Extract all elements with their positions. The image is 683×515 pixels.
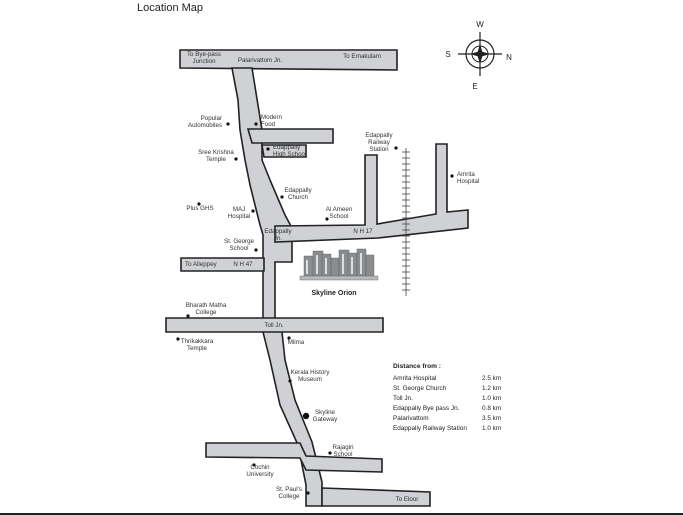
road-high-school <box>261 144 307 158</box>
distance-place: Amrita Hospital <box>393 375 436 382</box>
project-skyline-orion: Skyline Orion <box>299 248 379 297</box>
distance-heading: Distance from : <box>393 363 441 370</box>
compass: W S N E <box>445 20 512 91</box>
distance-place: Palarivattom <box>393 415 429 422</box>
compass-south: S <box>445 50 450 59</box>
distance-value: 1.0 km <box>482 425 501 432</box>
landmark-dot-church <box>280 195 284 199</box>
road-modern-food <box>246 128 334 144</box>
road-rajagiri <box>205 442 383 473</box>
road-nh17 <box>274 143 469 243</box>
landmark-label-plus: Plus GHS <box>186 205 213 212</box>
landmark-dot-amrita <box>450 174 454 178</box>
compass-west: W <box>476 20 484 29</box>
distance-value: 2.5 km <box>482 375 501 382</box>
landmark-dot-plus <box>197 202 201 206</box>
roads <box>165 49 469 507</box>
landmark-dot-sree <box>234 157 238 161</box>
distance-place: Edappally Bye pass Jn. <box>393 405 460 412</box>
road-alleppey <box>180 257 265 272</box>
road-label-nh47: N H 47 <box>233 261 253 268</box>
landmark-dot-skyline-gw <box>302 412 310 420</box>
landmark-dot-stpaul <box>306 491 310 495</box>
landmark-dot-stgeorge <box>254 248 258 252</box>
road-label-alleppey: To Alleppey <box>185 261 218 268</box>
landmark-dot-thrik <box>176 337 180 341</box>
landmark-label-milma: Milma <box>288 339 305 346</box>
landmark-dot-popular <box>226 122 230 126</box>
landmark-dot-rajagiri <box>328 451 332 455</box>
railway-ticks <box>402 151 410 291</box>
page-title: Location Map <box>137 2 204 14</box>
building-cluster-icon <box>299 248 379 281</box>
distance-place: St. George Church <box>393 385 447 392</box>
road-label-palarivattom: Palarivattom Jn. <box>238 57 283 64</box>
compass-north: N <box>506 53 512 62</box>
road-label-toll-jn: Toll Jn. <box>264 322 284 329</box>
distance-place: Edappally Railway Station <box>393 425 467 432</box>
distance-value: 1.2 km <box>482 385 501 392</box>
landmark-dot-modern <box>254 122 258 126</box>
landmark-dot-bharath <box>186 314 190 318</box>
landmark-dot-cochin <box>252 463 256 467</box>
project-label: Skyline Orion <box>311 290 356 297</box>
distance-value: 1.0 km <box>482 395 501 402</box>
landmark-dot-edhigh <box>266 147 270 151</box>
distance-table: Distance from : Amrita Hospital 2.5 km St.… <box>393 363 501 432</box>
landmark-dot-kerala <box>288 379 292 383</box>
road-label-eloor: To Eloor <box>396 496 419 503</box>
road-eloor <box>321 487 431 507</box>
landmark-dot-maj <box>251 209 255 213</box>
distance-place: Toll Jn. <box>393 395 413 402</box>
landmark-dot-alameen <box>325 217 329 221</box>
road-label-ernakulam: To Ernakulam <box>343 53 381 60</box>
road-label-nh17: N H 17 <box>353 228 373 235</box>
landmark-dot-rail <box>394 146 398 150</box>
landmark-dot-milma <box>287 336 291 340</box>
distance-value: 3.5 km <box>482 415 501 422</box>
road-toll <box>165 317 384 333</box>
compass-east: E <box>472 82 477 91</box>
road-palarivattom <box>179 49 398 71</box>
distance-value: 0.8 km <box>482 405 501 412</box>
